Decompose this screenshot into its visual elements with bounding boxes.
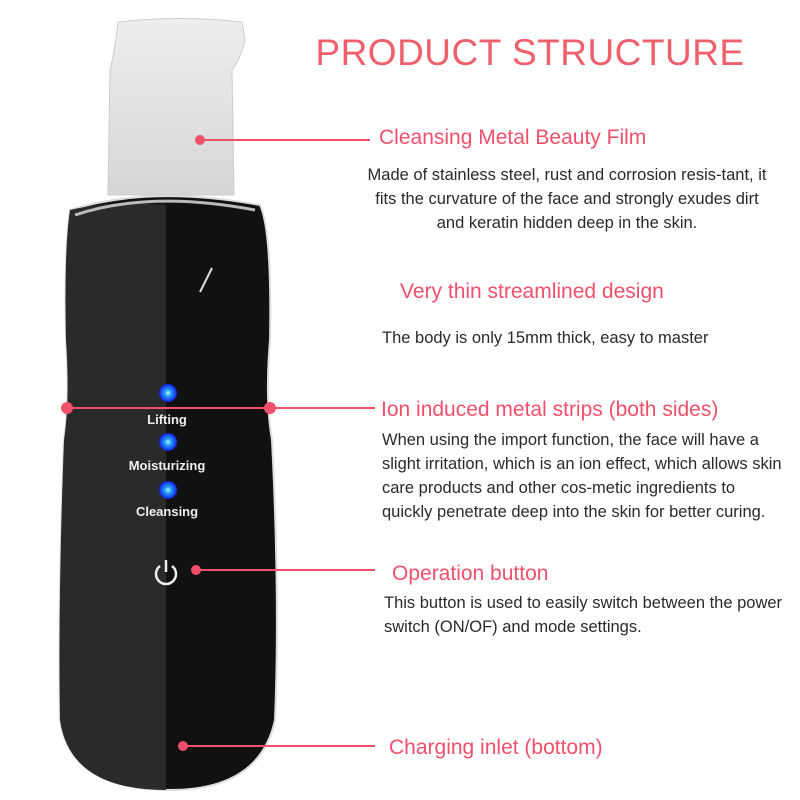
mode-label-moisturizing: Moisturizing <box>128 458 206 473</box>
feature-heading-charging: Charging inlet (bottom) <box>389 736 603 759</box>
mode-label-lifting: Lifting <box>147 412 187 427</box>
feature-text-film: Made of stainless steel, rust and corros… <box>367 166 767 232</box>
feature-text-ion: When using the import function, the face… <box>382 431 782 521</box>
mode-label-cleansing: Cleansing <box>135 504 199 519</box>
feature-heading-design: Very thin streamlined design <box>400 280 664 303</box>
feature-heading-film: Cleansing Metal Beauty Film <box>379 126 647 149</box>
feature-heading-button: Operation button <box>392 562 549 585</box>
metal-blade <box>107 18 246 196</box>
led-moisturizing <box>159 433 177 451</box>
power-icon <box>154 560 178 586</box>
feature-heading-ion: Ion induced metal strips (both sides) <box>381 398 719 421</box>
led-lifting <box>159 384 177 402</box>
page-title: PRODUCT STRUCTURE <box>315 32 745 73</box>
feature-text-button: This button is used to easily switch bet… <box>384 594 783 636</box>
led-cleansing <box>159 481 177 499</box>
feature-text-design: The body is only 15mm thick, easy to mas… <box>382 329 709 347</box>
